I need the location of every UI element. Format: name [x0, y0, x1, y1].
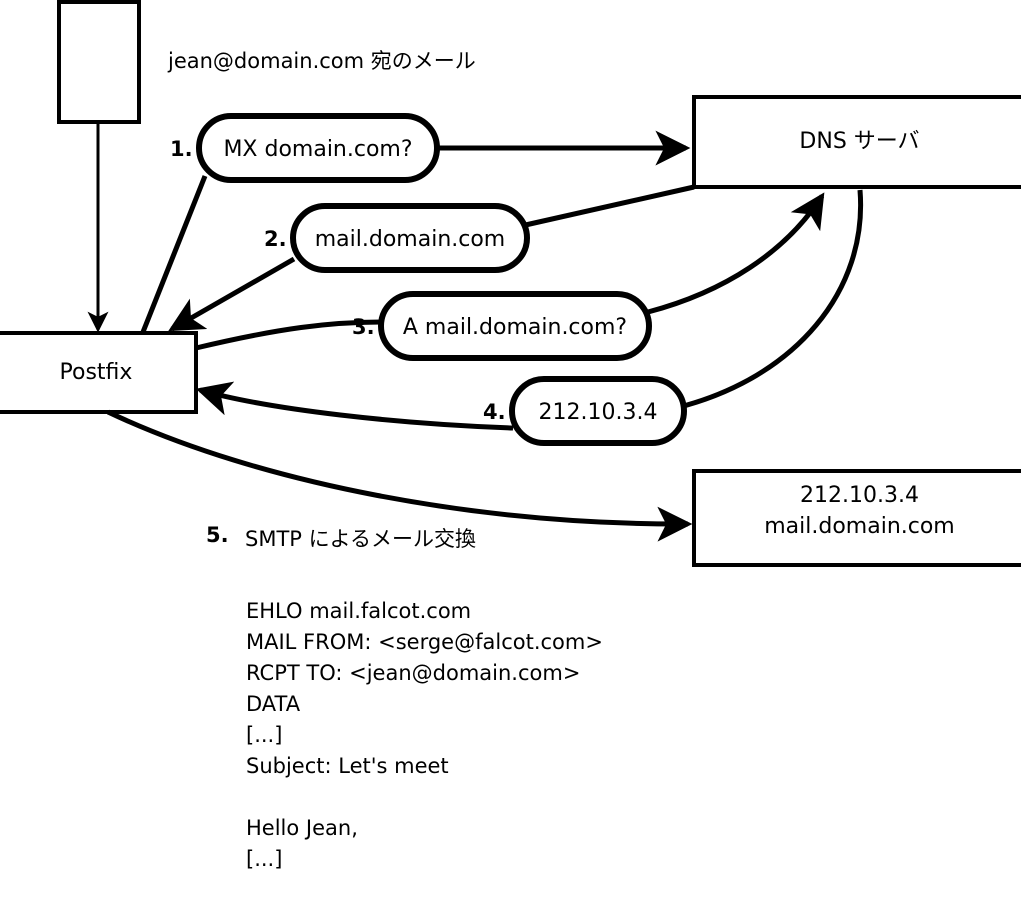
postfix-box — [0, 331, 198, 414]
smtp-transcript-line: [...] — [246, 847, 283, 871]
step-2-bubble-label: mail.domain.com — [314, 227, 506, 252]
connector-step3-to-dns — [647, 192, 825, 315]
step-3-number: 3. — [352, 315, 375, 339]
bubble-step-4 — [509, 376, 687, 446]
connector-step1-tail — [140, 175, 208, 333]
connector-step4-from-dns — [675, 189, 864, 411]
smtp-transcript-line — [246, 875, 603, 906]
dns-server-box — [692, 95, 1021, 189]
step-1-number: 1. — [170, 137, 193, 161]
step-3-bubble-label: A mail.domain.com? — [402, 315, 628, 340]
step-4-bubble-label: 212.10.3.4 — [538, 400, 658, 425]
smtp-transcript-line: MAIL FROM: <serge@falcot.com> — [246, 630, 603, 654]
smtp-transcript-line: [...] — [246, 723, 283, 747]
step-4-number: 4. — [483, 400, 506, 424]
step-5-label: SMTP によるメール交換 — [245, 527, 476, 551]
smtp-transcript-line: Subject: Let's meet — [246, 754, 449, 778]
smtp-transcript-line — [246, 782, 603, 813]
step-5-number: 5. — [206, 523, 229, 547]
connector-step5-to-mailserver — [106, 409, 693, 542]
connector-step4-to-postfix — [195, 381, 514, 431]
step-1-bubble-label: MX domain.com? — [223, 137, 413, 162]
bubble-step-3 — [378, 291, 652, 361]
smtp-transcript-line: Hello Jean, — [246, 816, 358, 840]
smtp-transcript-line: EHLO mail.falcot.com — [246, 599, 472, 623]
step-2-number: 2. — [264, 227, 287, 251]
smtp-transcript-line: DATA — [246, 692, 301, 716]
smtp-transcript-line: . — [246, 906, 603, 919]
connector-step2-to-postfix — [168, 256, 296, 332]
bubble-step-1 — [196, 113, 440, 183]
bubble-step-2 — [290, 203, 530, 273]
smtp-transcript-line: RCPT TO: <jean@domain.com> — [246, 661, 581, 685]
connector-step3-from-postfix — [195, 319, 383, 351]
mail-destination-label: jean@domain.com 宛のメール — [168, 49, 476, 73]
client-box — [57, 0, 141, 124]
mail-server-box — [692, 469, 1021, 567]
connector-step2-from-dns — [520, 184, 695, 229]
